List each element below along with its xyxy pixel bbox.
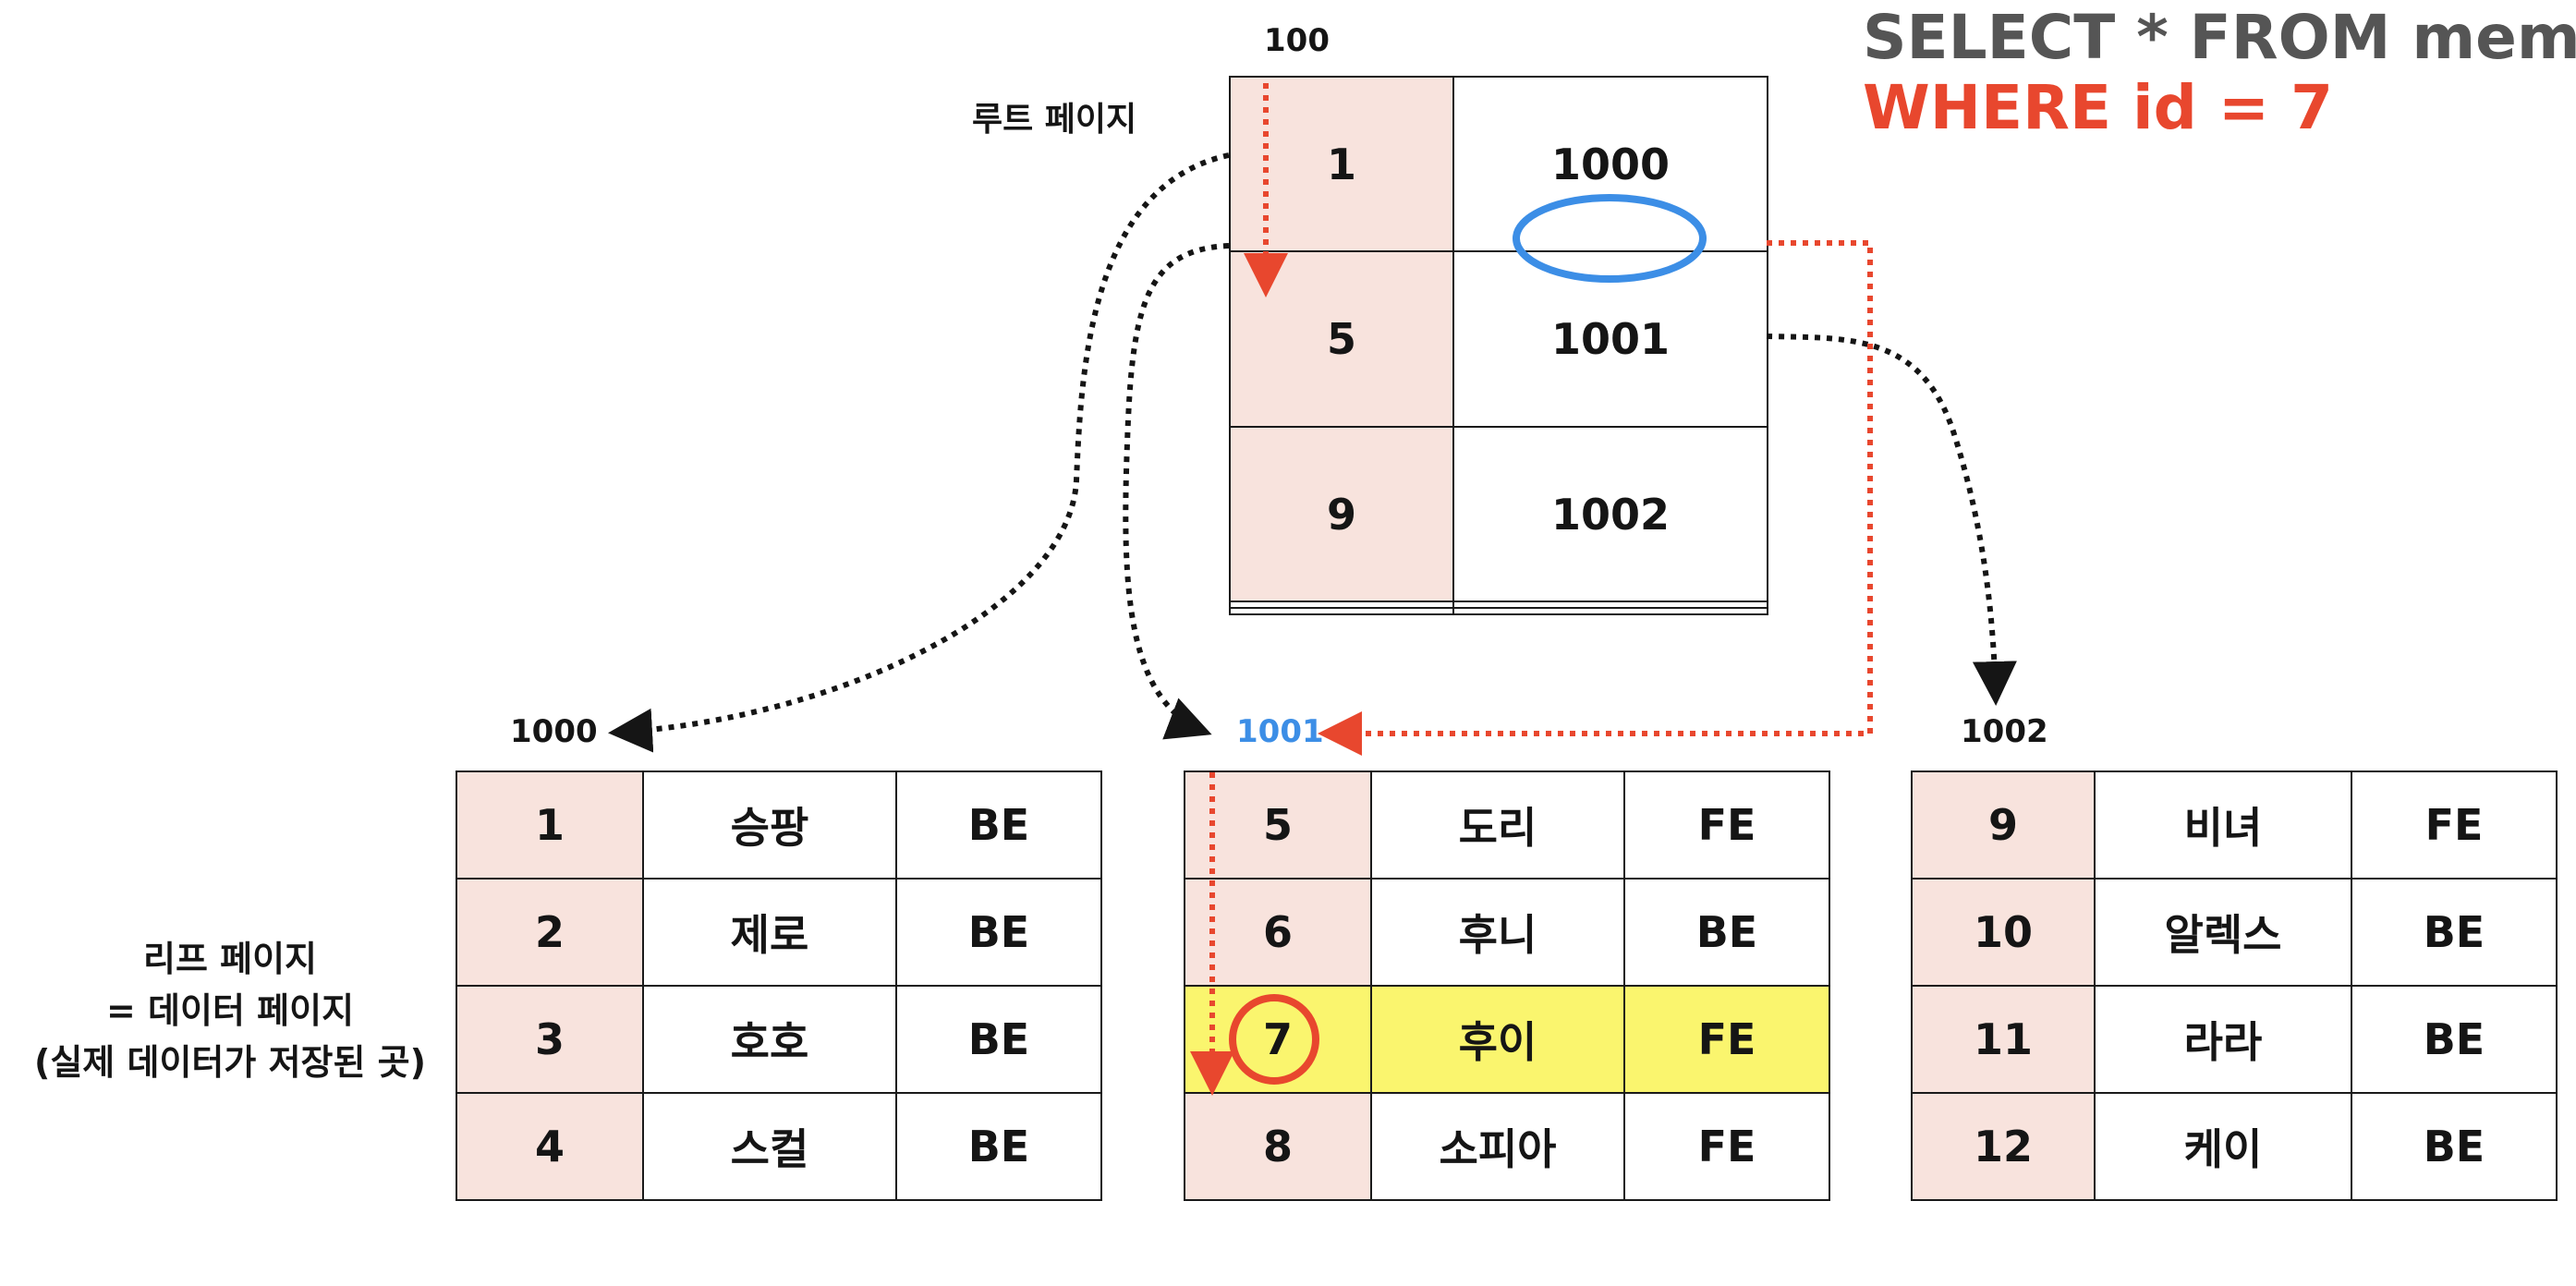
member-id: 1 (456, 770, 644, 880)
root-row (1229, 607, 1768, 615)
leaf-note-line: = 데이터 페이지 (105, 990, 355, 1031)
root-key: 1 (1229, 75, 1454, 253)
pointer-arrow-1000 (608, 152, 1230, 753)
member-team: FE (1623, 1092, 1830, 1201)
root-key (1229, 601, 1454, 610)
member-team: BE (2351, 985, 2558, 1094)
root-key: 5 (1229, 250, 1454, 428)
member-team: BE (2351, 1092, 2558, 1201)
leaf-page-id-1002: 1002 (1961, 713, 2048, 750)
member-id: 8 (1184, 1092, 1372, 1201)
leaf-page-note: 리프 페이지 = 데이터 페이지 (실제 데이터가 저장된 곳) (17, 933, 444, 1088)
member-id: 12 (1911, 1092, 2096, 1201)
member-name: 후이 (1370, 985, 1625, 1094)
member-team: BE (895, 1092, 1102, 1201)
member-id: 7 (1184, 985, 1372, 1094)
member-name: 스컬 (642, 1092, 897, 1201)
pointer-arrow-1001 (1123, 243, 1230, 740)
root-pointer: 1002 (1452, 425, 1768, 603)
member-name: 케이 (2094, 1092, 2352, 1201)
member-id: 2 (456, 878, 644, 987)
member-team: BE (1623, 878, 1830, 987)
member-name: 도리 (1370, 770, 1625, 880)
root-row (1229, 601, 1768, 610)
member-name: 후니 (1370, 878, 1625, 987)
root-pointer (1452, 607, 1768, 615)
member-id: 3 (456, 985, 644, 1094)
root-pointer (1452, 601, 1768, 610)
member-name: 라라 (2094, 985, 2352, 1094)
member-team: BE (895, 770, 1102, 880)
member-id: 9 (1911, 770, 2096, 880)
member-team: FE (2351, 770, 2558, 880)
member-name: 호호 (642, 985, 897, 1094)
member-team: FE (1623, 770, 1830, 880)
root-pointer: 1000 (1452, 75, 1768, 253)
root-pointer: 1001 (1452, 250, 1768, 428)
leaf-note-line: (실제 데이터가 저장된 곳) (33, 1042, 427, 1083)
leaf-page-id-1000: 1000 (510, 713, 598, 750)
member-team: FE (1623, 985, 1830, 1094)
query-select-line: SELECT * FROM member (1863, 2, 2576, 73)
pointer-arrow-1002 (1766, 334, 2017, 706)
member-name: 알렉스 (2094, 878, 2352, 987)
member-name: 소피아 (1370, 1092, 1625, 1201)
leaf-page-id-1001: 1001 (1236, 713, 1324, 750)
member-id: 11 (1911, 985, 2096, 1094)
member-name: 비녀 (2094, 770, 2352, 880)
leaf-note-line: 리프 페이지 (142, 939, 318, 979)
member-team: BE (895, 985, 1102, 1094)
query-where-line: WHERE id = 7 (1863, 72, 2334, 143)
member-id: 5 (1184, 770, 1372, 880)
member-team: BE (895, 878, 1102, 987)
member-id: 4 (456, 1092, 644, 1201)
member-id: 10 (1911, 878, 2096, 987)
member-team: BE (2351, 878, 2558, 987)
root-page-id: 100 (1264, 22, 1330, 59)
member-name: 제로 (642, 878, 897, 987)
root-page-label: 루트 페이지 (972, 101, 1137, 139)
member-name: 승팡 (642, 770, 897, 880)
root-key: 9 (1229, 425, 1454, 603)
member-id: 6 (1184, 878, 1372, 987)
root-key (1229, 607, 1454, 615)
